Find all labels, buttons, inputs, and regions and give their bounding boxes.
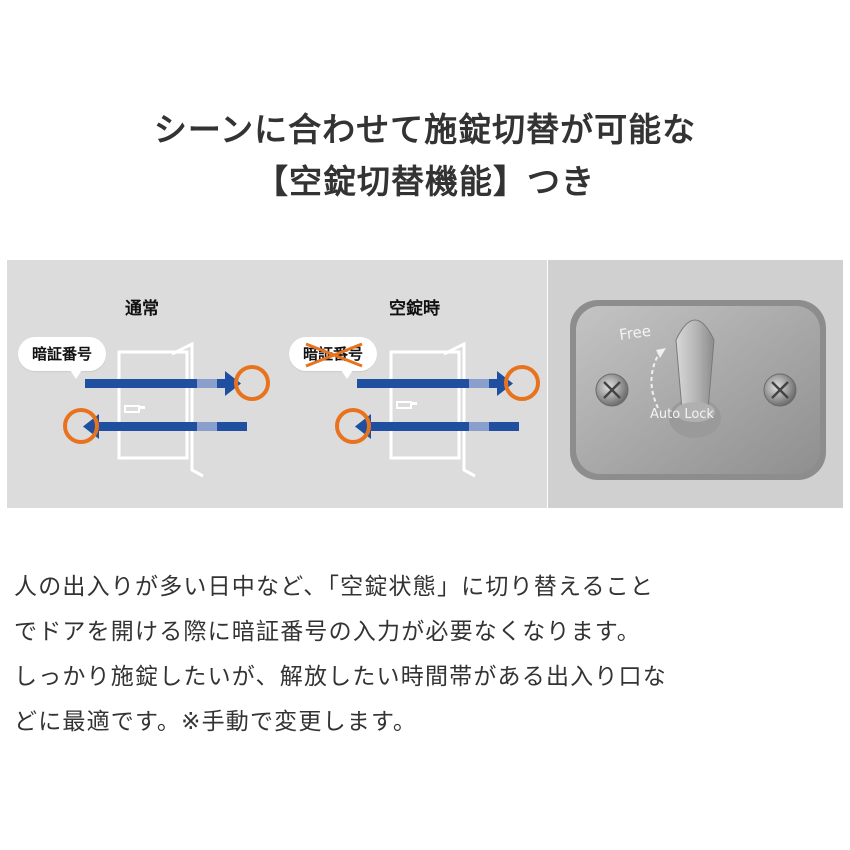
screw-icon: [595, 373, 629, 407]
bubble-tail: [68, 367, 84, 379]
target-circle-free-out: [335, 408, 371, 444]
scene-title-normal: 通常: [125, 299, 159, 319]
screw-icon: [763, 373, 797, 407]
lock-photo: Free Auto Lock: [548, 260, 843, 508]
description-line-3: しっかり施錠したいが、解放したい時間帯がある出入り口な: [14, 664, 667, 690]
description: 人の出入りが多い日中など、「空錠状態」に切り替えること でドアを開ける際に暗証番…: [14, 565, 844, 745]
scene-title-free: 空錠時: [389, 299, 440, 319]
arrow-in-normal: [85, 371, 241, 396]
door-free-icon: [389, 341, 476, 478]
code-label-normal: 暗証番号: [31, 345, 92, 363]
speech-bubble-normal: 暗証番号: [18, 337, 106, 379]
diagram-graphics: [63, 341, 540, 478]
bubble-tail: [339, 367, 355, 379]
target-circle-free-in: [504, 365, 540, 401]
cross-out-icon: [305, 342, 363, 368]
arrow-out-free: [355, 414, 519, 439]
target-circle-normal-in: [234, 365, 270, 401]
heading-line-1: シーンに合わせて施錠切替が可能な: [153, 110, 697, 149]
rotation-arrow-icon: [650, 348, 666, 409]
thumb-turn-icon: [669, 319, 721, 438]
target-circle-normal-out: [63, 408, 99, 444]
door-normal-icon: [117, 341, 204, 478]
page-heading: シーンに合わせて施錠切替が可能な 【空錠切替機能】つき: [0, 104, 850, 208]
lock-mode-diagram: 通常 空錠時 暗証番号 暗証番号: [7, 260, 547, 508]
label-autolock: Auto Lock: [650, 407, 714, 422]
label-free: Free: [618, 322, 652, 344]
description-line-4: どに最適です。※手動で変更します。: [14, 709, 418, 735]
description-line-1: 人の出入りが多い日中など、「空錠状態」に切り替えること: [14, 574, 655, 600]
arrow-in-free: [357, 371, 513, 396]
arrow-out-normal: [83, 414, 247, 439]
lock-plate-illustration: Free Auto Lock: [570, 300, 826, 480]
heading-line-2: 【空錠切替機能】つき: [255, 162, 595, 201]
description-line-2: でドアを開ける際に暗証番号の入力が必要なくなります。: [14, 619, 641, 645]
